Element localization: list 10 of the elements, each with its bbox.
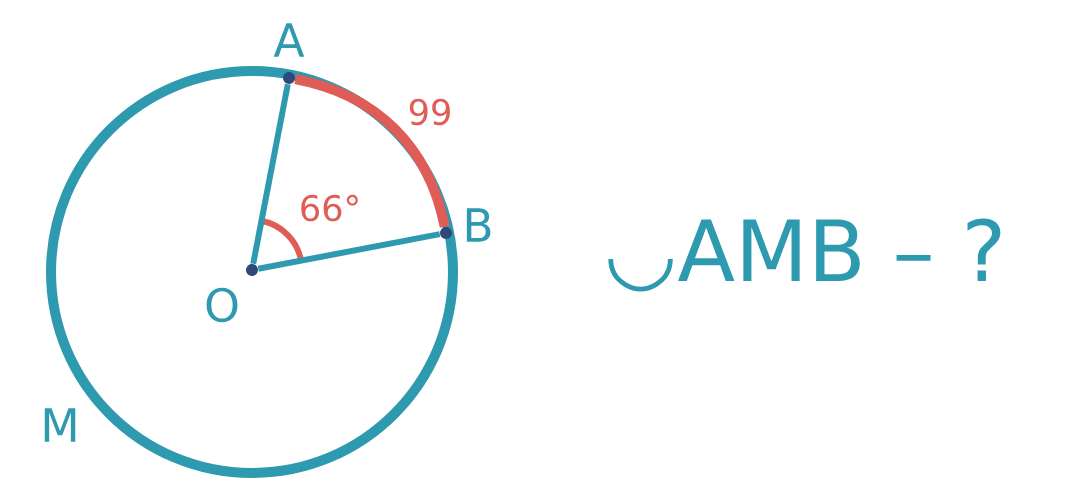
point-label: O [206,287,238,323]
line-segment [294,74,450,228]
line-segment [250,83,291,265]
line-segment [257,231,441,272]
point-label: M [44,408,76,442]
question-text: ◡AMB – ? [608,218,1001,292]
angle-label: 66° [301,194,358,222]
point-label: B [466,208,491,242]
edge-label: 99 [405,96,455,128]
point-label: A [273,23,305,57]
